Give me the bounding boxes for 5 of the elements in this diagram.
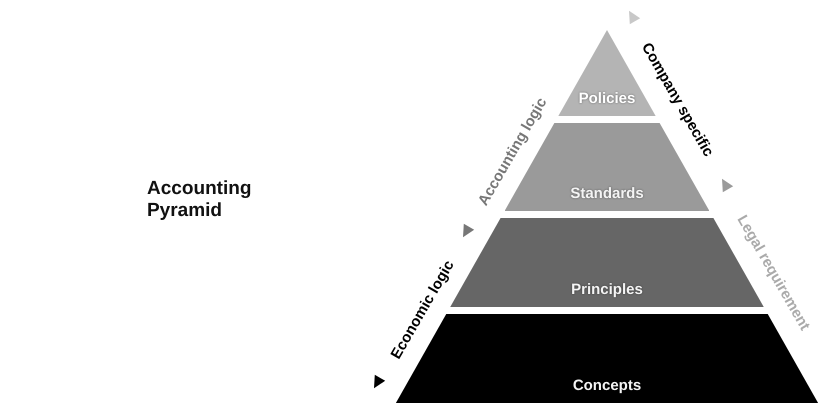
layer-label: Policies [578, 90, 636, 108]
layer-label: Principles [571, 281, 643, 299]
layer-label: Standards [570, 185, 644, 203]
layer-label: Concepts [572, 377, 642, 395]
diagram-title: Accounting Pyramid [147, 178, 252, 222]
